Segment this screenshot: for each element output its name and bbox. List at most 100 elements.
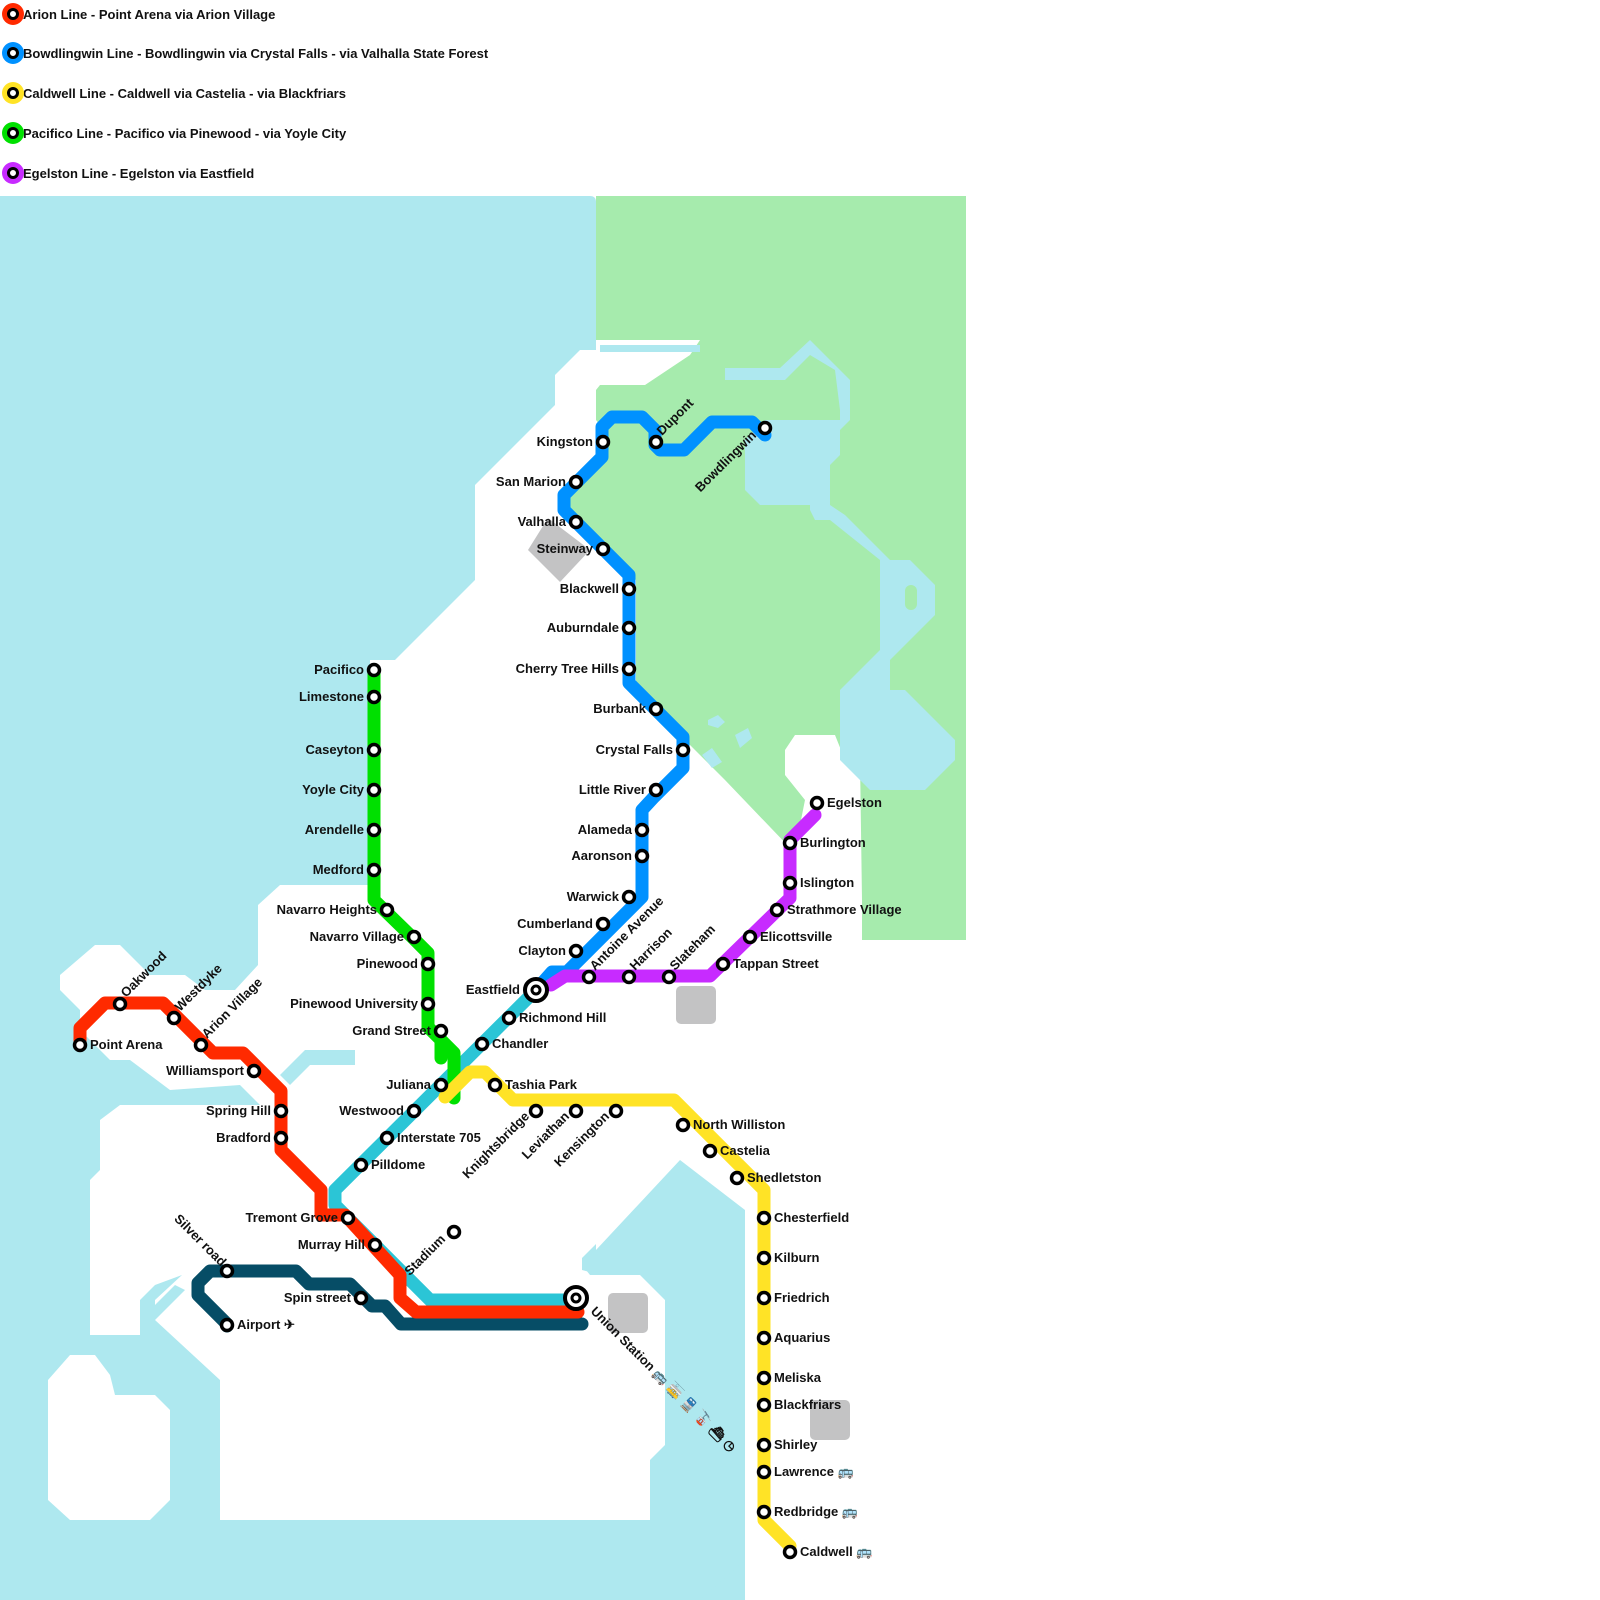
station-marker[interactable]: [379, 902, 395, 918]
station-marker[interactable]: [366, 662, 382, 678]
station-marker[interactable]: [353, 1290, 369, 1306]
station-marker[interactable]: [487, 1077, 503, 1093]
station-marker[interactable]: [769, 902, 785, 918]
station-marker[interactable]: [756, 1370, 772, 1386]
station-marker[interactable]: [568, 474, 584, 490]
station-marker[interactable]: [581, 969, 597, 985]
station-label: Valhalla: [518, 514, 567, 529]
legend-label: Egelston Line - Egelston via Eastfield: [23, 165, 255, 181]
lake-islet: [905, 585, 917, 610]
station-marker[interactable]: [366, 689, 382, 705]
station-marker[interactable]: [112, 996, 128, 1012]
station-marker[interactable]: [782, 1544, 798, 1560]
legend-item-egelston[interactable]: Egelston Line - Egelston via Eastfield: [2, 160, 254, 186]
station-marker[interactable]: [72, 1037, 88, 1053]
station-marker[interactable]: [621, 661, 637, 677]
station-marker[interactable]: [756, 1504, 772, 1520]
station-label: Auburndale: [547, 620, 619, 635]
station-marker[interactable]: [193, 1037, 209, 1053]
station-label: Shedletston: [747, 1170, 821, 1185]
line-interstate[interactable]: [328, 983, 585, 1307]
station-marker[interactable]: [528, 1103, 544, 1119]
station-marker[interactable]: [648, 701, 664, 717]
station-marker[interactable]: [756, 1210, 772, 1226]
station-marker[interactable]: [474, 1036, 490, 1052]
station-marker[interactable]: [353, 1157, 369, 1173]
station-marker[interactable]: [366, 782, 382, 798]
station-marker[interactable]: [219, 1317, 235, 1333]
station-marker[interactable]: [756, 1397, 772, 1413]
station-marker[interactable]: [340, 1210, 356, 1226]
station-marker[interactable]: [782, 875, 798, 891]
station-marker[interactable]: [782, 835, 798, 851]
station-marker[interactable]: [756, 1464, 772, 1480]
station-marker[interactable]: [608, 1103, 624, 1119]
station-marker[interactable]: [715, 956, 731, 972]
station-marker[interactable]: [433, 1077, 449, 1093]
station-marker[interactable]: [661, 969, 677, 985]
station-label: Friedrich: [774, 1290, 830, 1305]
line-bowdlingwin[interactable]: [529, 410, 772, 997]
station-marker[interactable]: [742, 929, 758, 945]
station-marker[interactable]: [595, 541, 611, 557]
station-marker[interactable]: [648, 782, 664, 798]
station-marker[interactable]: [756, 1250, 772, 1266]
station-marker[interactable]: [621, 969, 637, 985]
interchange-label: Eastfield: [466, 982, 520, 997]
station-label: Westwood: [339, 1103, 404, 1118]
station-marker[interactable]: [406, 1103, 422, 1119]
station-marker[interactable]: [568, 943, 584, 959]
station-marker[interactable]: [446, 1224, 462, 1240]
station-marker[interactable]: [756, 1330, 772, 1346]
station-marker[interactable]: [568, 1103, 584, 1119]
station-marker[interactable]: [756, 1437, 772, 1453]
station-marker[interactable]: [420, 996, 436, 1012]
station-marker[interactable]: [675, 742, 691, 758]
station-marker[interactable]: [756, 1290, 772, 1306]
station-marker[interactable]: [634, 848, 650, 864]
station-marker[interactable]: [366, 822, 382, 838]
station-label: Aquarius: [774, 1330, 830, 1345]
station-marker[interactable]: [219, 1263, 235, 1279]
station-label: Blackwell: [560, 581, 619, 596]
station-marker[interactable]: [273, 1130, 289, 1146]
station-label: Cumberland: [517, 916, 593, 931]
station-marker[interactable]: [367, 1237, 383, 1253]
legend-item-arion[interactable]: Arion Line - Point Arena via Arion Villa…: [2, 1, 275, 27]
station-label: Crystal Falls: [596, 742, 673, 757]
station-marker[interactable]: [621, 581, 637, 597]
station-marker[interactable]: [595, 434, 611, 450]
station-marker[interactable]: [420, 956, 436, 972]
station-marker[interactable]: [702, 1143, 718, 1159]
legend-item-caldwell[interactable]: Caldwell Line - Caldwell via Castelia - …: [2, 80, 346, 106]
station-marker[interactable]: [634, 822, 650, 838]
station-marker[interactable]: [621, 620, 637, 636]
station-marker[interactable]: [501, 1010, 517, 1026]
line-marker-icon: [2, 42, 24, 64]
station-label: Point Arena: [90, 1037, 163, 1052]
station-marker[interactable]: [366, 862, 382, 878]
station-marker[interactable]: [246, 1063, 262, 1079]
station-marker[interactable]: [595, 916, 611, 932]
station-marker[interactable]: [406, 929, 422, 945]
station-marker[interactable]: [433, 1023, 449, 1039]
geography: [0, 196, 966, 1600]
station-marker[interactable]: [366, 742, 382, 758]
station-label: Islington: [800, 875, 854, 890]
station-marker[interactable]: [568, 514, 584, 530]
station-label: Navarro Village: [310, 929, 404, 944]
station-marker[interactable]: [379, 1130, 395, 1146]
station-marker[interactable]: [273, 1103, 289, 1119]
station-marker[interactable]: [648, 434, 664, 450]
station-marker[interactable]: [621, 889, 637, 905]
station-label: Airport ✈: [237, 1317, 295, 1332]
station-marker[interactable]: [675, 1117, 691, 1133]
river: [600, 340, 955, 790]
station-marker[interactable]: [166, 1010, 182, 1026]
station-label: Caseyton: [305, 742, 364, 757]
station-marker[interactable]: [729, 1170, 745, 1186]
legend-item-bowdlingwin[interactable]: Bowdlingwin Line - Bowdlingwin via Cryst…: [2, 40, 488, 66]
legend-item-pacifico[interactable]: Pacifico Line - Pacifico via Pinewood - …: [2, 120, 346, 146]
station-marker[interactable]: [809, 795, 825, 811]
station-marker[interactable]: [757, 420, 773, 436]
